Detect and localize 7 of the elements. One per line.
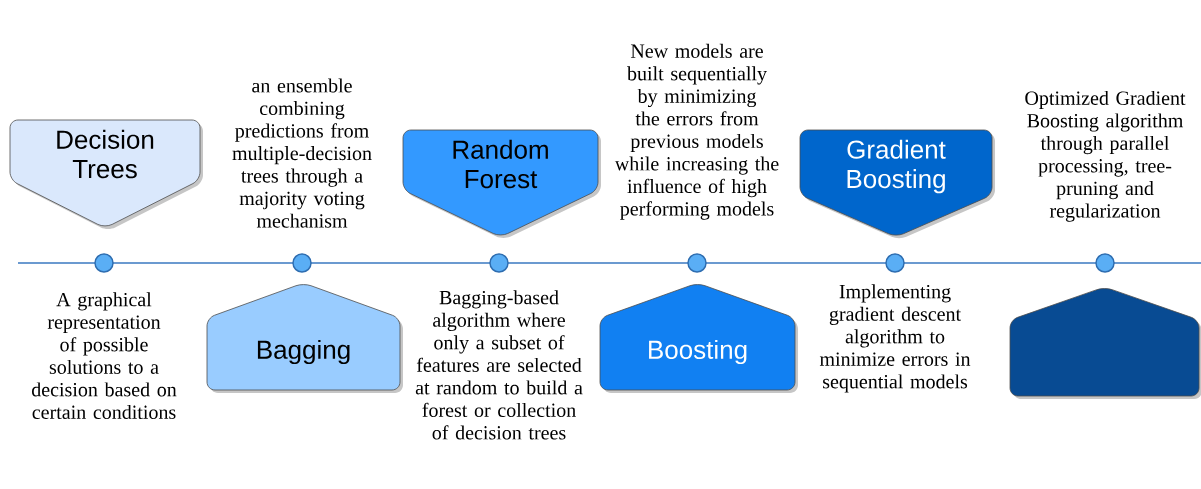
description-text: A graphical representation of possible solutions to a decision based on certain conditions [32, 292, 177, 419]
label-shape [1009, 288, 1201, 399]
description-text: New models are built sequentially by minimizing the errors from previous models while increasing the influence of high performing models [614, 43, 779, 220]
description-text: an ensemble combining predictions from multiple-decision trees through a majority voting mechanism [232, 78, 372, 228]
description-text: Optimized Gradient Boosting algorithm through parallel processing, tree-pruning and regularization [1025, 90, 1186, 222]
description-text: Bagging-based algorithm where only a subset of features are selected at random to build a forest or collection of decision trees [415, 290, 583, 440]
description-text: Implementing gradient descent algorithm to minimize errors in sequential models [819, 284, 971, 393]
